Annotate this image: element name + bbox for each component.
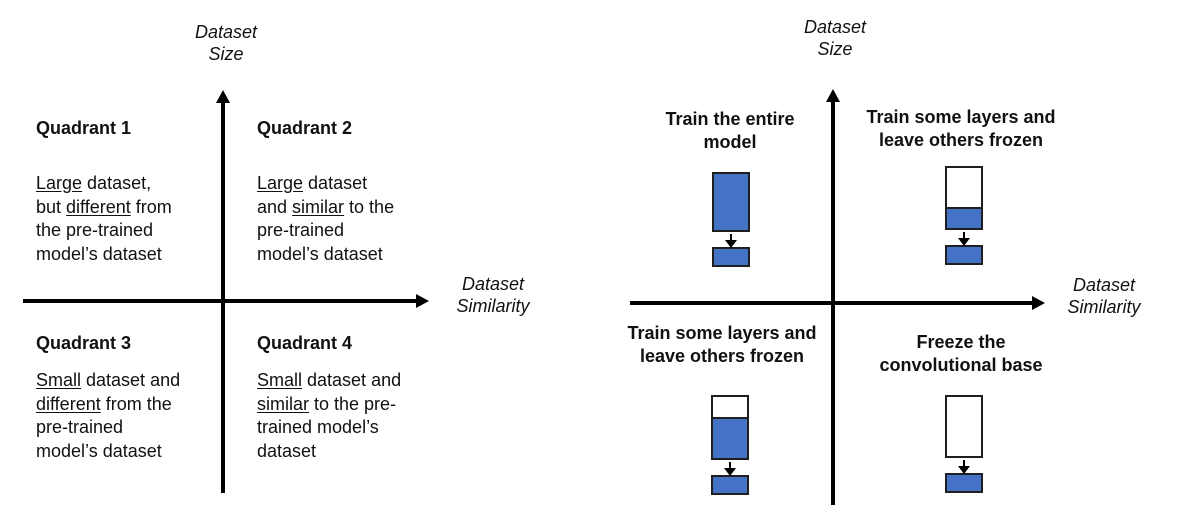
quadrant-1-description: Large dataset, but different from the pr… [36,173,172,264]
left-x-axis-label: Dataset Similarity [433,273,553,317]
right-y-axis-arrowhead-icon [826,89,840,102]
right-y-axis-label: Dataset Size [775,16,895,60]
quadrant-1: Quadrant 1 Large dataset, but different … [36,117,236,266]
strategy-4-model-diagram [945,395,983,493]
down-arrow-icon [958,460,970,474]
conv-base-block [945,395,983,458]
strategy-1-model-diagram [712,172,750,267]
right-x-axis-arrowhead-icon [1032,296,1045,310]
quadrant-3-description: Small dataset and different from the pre… [36,370,181,461]
quadrant-4-description: Small dataset and similar to the pre- tr… [257,370,402,461]
right-y-axis-label-line2: Size [817,39,853,59]
frozen-layers-segment [947,168,981,207]
strategy-3-model-diagram [711,395,749,495]
quadrant-4: Quadrant 4 Small dataset and similar to … [257,332,457,463]
classifier-block [712,247,750,267]
trainable-layers-segment [947,207,981,228]
quadrant-3: Quadrant 3 Small dataset and different f… [36,332,236,463]
strategy-2-model-diagram [945,166,983,265]
down-arrow-icon [724,462,736,476]
classifier-block [711,475,749,495]
right-y-axis-label-line1: Dataset [803,17,867,37]
down-arrow-icon [958,232,970,246]
classifier-block [945,245,983,265]
frozen-layers-segment [713,397,747,417]
down-arrow-icon [725,234,737,248]
strategy-3-title: Train some layers and leave others froze… [627,323,817,366]
right-x-axis-line [630,301,1033,305]
quadrant-2: Quadrant 2 Large dataset and similar to … [257,117,457,266]
quadrant-3-title: Quadrant 3 [36,333,132,353]
trainable-layers-segment [714,174,748,230]
left-y-axis-line [221,100,225,493]
quadrant-4-title: Quadrant 4 [257,333,353,353]
strategy-2-title: Train some layers and leave others froze… [866,107,1056,150]
conv-base-block [712,172,750,232]
right-x-axis-label: Dataset Similarity [1044,274,1164,318]
left-y-axis-arrowhead-icon [216,90,230,103]
frozen-layers-segment [947,397,981,456]
quadrant-2-title: Quadrant 2 [257,118,353,138]
classifier-block [945,473,983,493]
left-x-axis-line [23,299,417,303]
left-x-axis-arrowhead-icon [416,294,429,308]
strategy-1-title: Train the entire model [665,109,795,152]
left-y-axis-label-line1: Dataset [194,22,258,42]
left-x-axis-label-line1: Dataset [461,274,525,294]
conv-base-block [711,395,749,460]
right-x-axis-label-line1: Dataset [1072,275,1136,295]
trainable-layers-segment [713,417,747,458]
conv-base-block [945,166,983,230]
quadrant-1-title: Quadrant 1 [36,118,132,138]
quadrant-2-description: Large dataset and similar to the pre-tra… [257,173,395,264]
left-y-axis-label-line2: Size [208,44,244,64]
right-x-axis-label-line2: Similarity [1067,297,1141,317]
strategy-4-title: Freeze the convolutional base [879,332,1043,375]
left-x-axis-label-line2: Similarity [456,296,530,316]
left-y-axis-label: Dataset Size [166,21,286,65]
